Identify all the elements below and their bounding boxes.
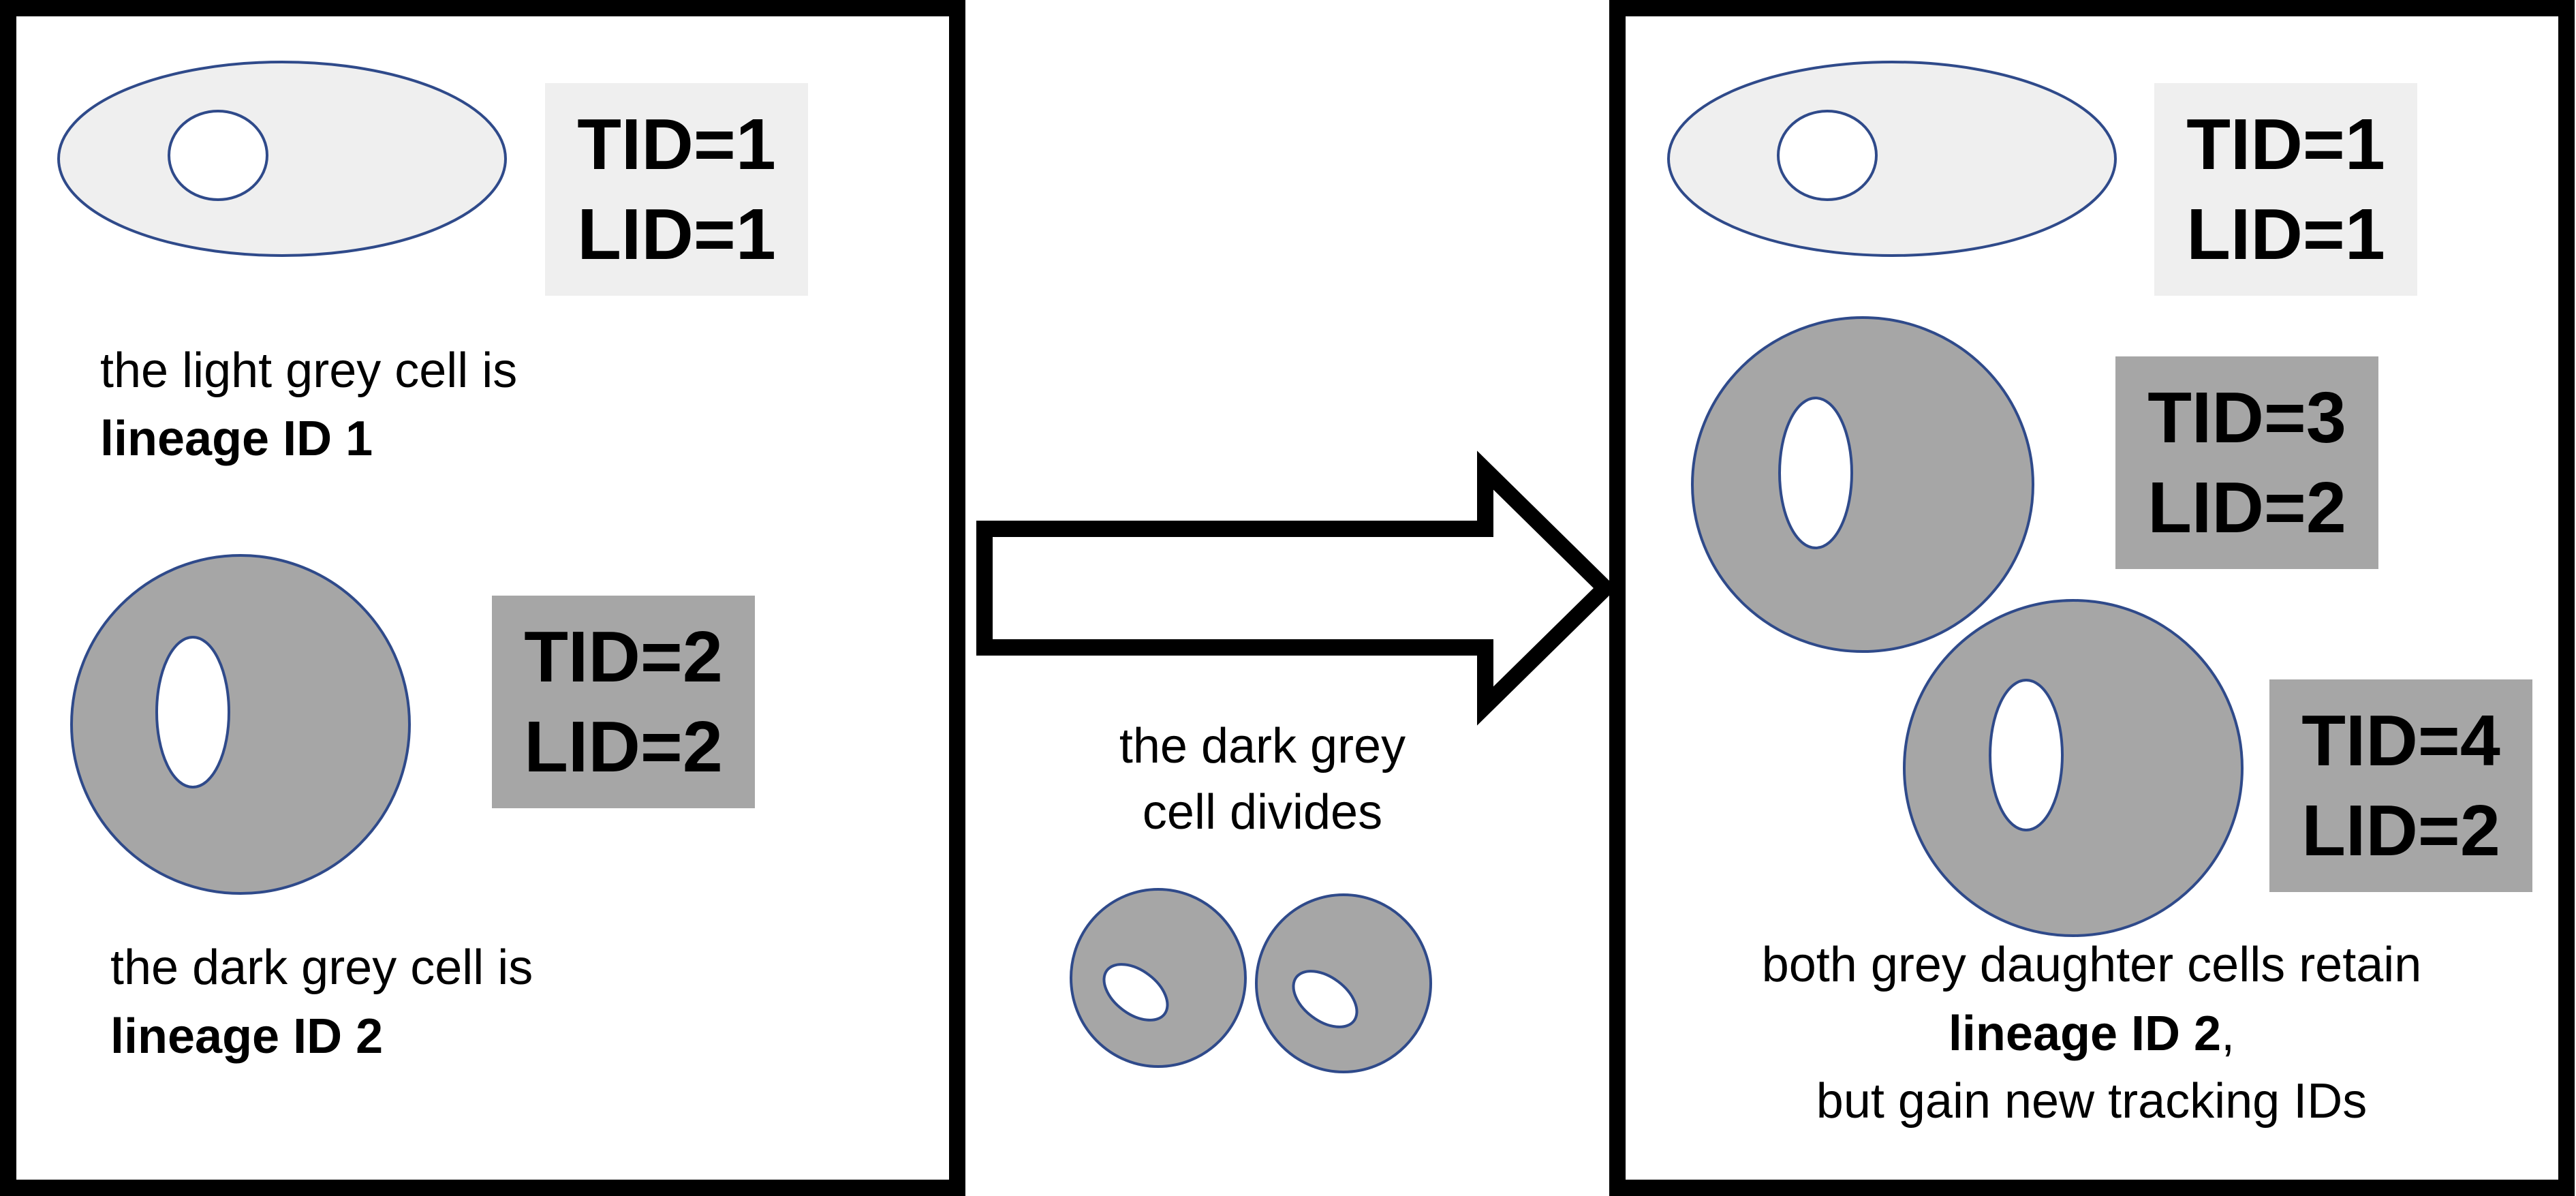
cell-nucleus: [1778, 397, 1853, 549]
dividing-cell-left: [1070, 888, 1247, 1068]
right-panel: TID=1 LID=1 TID=3 LID=2 TID=4 LID=2 both…: [1609, 0, 2575, 1196]
dividing-cell-right: [1255, 893, 1432, 1073]
cell-body: [70, 554, 411, 895]
tid-text: TID=1: [577, 104, 776, 185]
cell-body: [1255, 893, 1432, 1073]
caption-bold-span: lineage ID 2: [1949, 1007, 2221, 1061]
cell-nucleus: [155, 636, 230, 788]
cell-body: [1070, 888, 1247, 1068]
dark-cell-id-label: TID=2 LID=2: [492, 596, 755, 808]
label-box: [2154, 83, 2417, 296]
caption-line: but gain new tracking IDs: [1816, 1074, 2367, 1129]
lid-text: LID=2: [2301, 791, 2500, 871]
light-cell-caption: the light grey cell is lineage ID 1: [100, 343, 517, 466]
tid-text: TID=2: [524, 617, 723, 697]
caption-bold-line: lineage ID 1: [100, 412, 373, 466]
daughter-cell-2-id-label: TID=4 LID=2: [2269, 679, 2532, 892]
label-box: [492, 596, 755, 808]
caption-line: cell divides: [1143, 785, 1382, 840]
tid-text: TID=3: [2147, 378, 2346, 458]
caption-punct-span: ,: [2221, 1007, 2235, 1061]
lid-text: LID=2: [524, 707, 723, 787]
cell-nucleus: [1102, 963, 1169, 1022]
lid-text: LID=1: [2186, 194, 2385, 275]
dark-grey-cell: [70, 554, 411, 895]
light-cell-id-label: TID=1 LID=1: [545, 83, 808, 296]
division-caption: the dark grey cell divides: [1119, 719, 1406, 840]
caption-line: the dark grey: [1119, 719, 1406, 773]
daughter-cell-2: [1903, 599, 2244, 937]
cell-nucleus: [1989, 679, 2064, 831]
label-box: [545, 83, 808, 296]
daughter-cell-1-id-label: TID=3 LID=2: [2115, 356, 2378, 569]
light-cell-id-label: TID=1 LID=1: [2154, 83, 2417, 296]
caption-bold-line: lineage ID 2: [110, 1009, 383, 1064]
light-grey-cell: [1667, 61, 2117, 257]
cell-nucleus: [1292, 970, 1359, 1028]
caption-line: the light grey cell is: [100, 343, 517, 398]
lid-text: LID=2: [2147, 467, 2346, 548]
daughter-cell-1: [1691, 316, 2034, 653]
tid-text: TID=1: [2186, 104, 2385, 185]
cell-nucleus: [168, 110, 268, 201]
label-box: [2115, 356, 2378, 569]
tid-text: TID=4: [2301, 701, 2500, 781]
left-panel: TID=1 LID=1 the light grey cell is linea…: [0, 0, 965, 1196]
cell-body: [1667, 61, 2117, 257]
cell-body: [1691, 316, 2034, 653]
middle-section: the dark grey cell divides: [976, 450, 1617, 1073]
right-arrow-icon: [976, 450, 1617, 726]
label-box: [2269, 679, 2532, 892]
caption-line: the dark grey cell is: [110, 940, 533, 995]
cell-body: [57, 61, 507, 257]
daughter-cells-caption: both grey daughter cells retain lineage …: [1762, 938, 2422, 1129]
caption-line: both grey daughter cells retain: [1762, 938, 2422, 992]
light-grey-cell: [57, 61, 507, 257]
cell-nucleus: [1777, 110, 1878, 201]
caption-line: lineage ID 2,: [1949, 1007, 2235, 1061]
lid-text: LID=1: [577, 194, 776, 275]
dark-cell-caption: the dark grey cell is lineage ID 2: [110, 940, 533, 1064]
cell-body: [1903, 599, 2244, 937]
